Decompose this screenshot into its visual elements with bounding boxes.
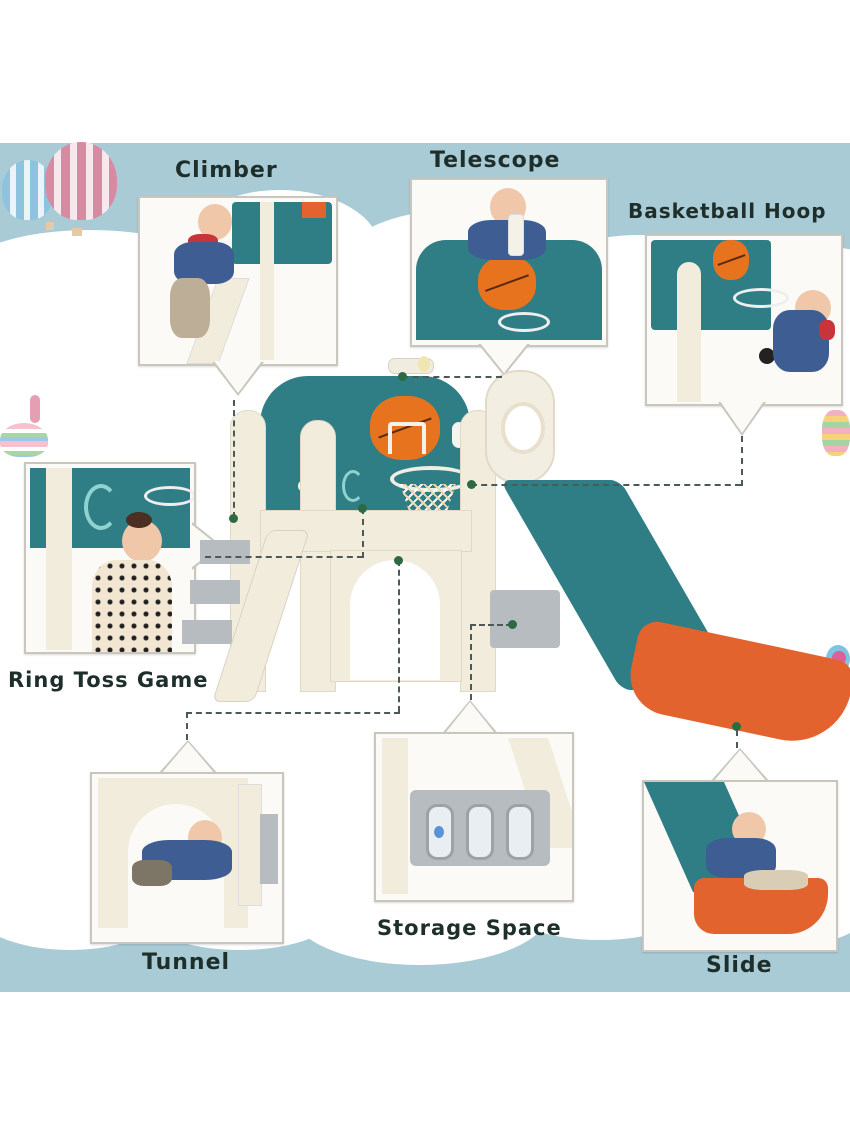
connector-line [741,436,743,486]
rattle-toy-icon [822,410,850,456]
connector-line [402,376,502,378]
balloon-basket-icon [72,228,82,236]
slide-feature-photo [642,780,838,952]
feature-label-basketball-hoop: Basketball Hoop [628,199,827,223]
connector-line [470,624,512,626]
feature-label-ring-toss-game: Ring Toss Game [8,668,209,692]
playset-main-image [160,350,850,752]
round-window-icon [485,370,555,484]
callout-pointer [480,343,528,373]
callout-pointer [160,742,216,775]
connector-line [186,712,400,714]
connector-dot [732,722,741,731]
basketball-hoop-feature-photo [645,234,843,406]
connector-line [186,712,188,740]
feature-label-tunnel: Tunnel [142,950,231,975]
tunnel-feature-photo [90,772,284,944]
connector-dot [508,620,517,629]
connector-line [471,484,741,486]
storage-panel [490,590,560,648]
callout-pointer [712,750,768,783]
feature-label-climber: Climber [175,158,278,183]
callout-pointer [442,702,498,737]
connector-line [205,556,363,558]
hot-air-balloon-icon [45,142,117,220]
connector-line [233,400,235,518]
storage-space-feature-photo [374,732,574,902]
connector-line [736,730,738,748]
telescope-feature-photo [410,178,608,347]
connector-line [470,624,472,700]
connector-line [362,508,364,558]
feature-label-slide: Slide [706,953,773,978]
connector-dot [229,514,238,523]
callout-pointer [214,361,262,393]
connector-dot [358,504,367,513]
basketball-backboard-icon [370,396,440,460]
ring-toss-game-feature-photo [24,462,196,654]
connector-dot [467,480,476,489]
feature-label-telescope: Telescope [430,148,561,173]
connector-dot [398,372,407,381]
callout-pointer [720,401,764,433]
connector-dot [394,556,403,565]
spinning-top-icon [0,395,48,485]
balloon-basket-icon [46,222,54,230]
connector-line [398,560,400,712]
ring-toss-ring-icon [342,470,364,502]
climber-feature-photo [138,196,338,366]
feature-label-storage-space: Storage Space [377,916,562,940]
